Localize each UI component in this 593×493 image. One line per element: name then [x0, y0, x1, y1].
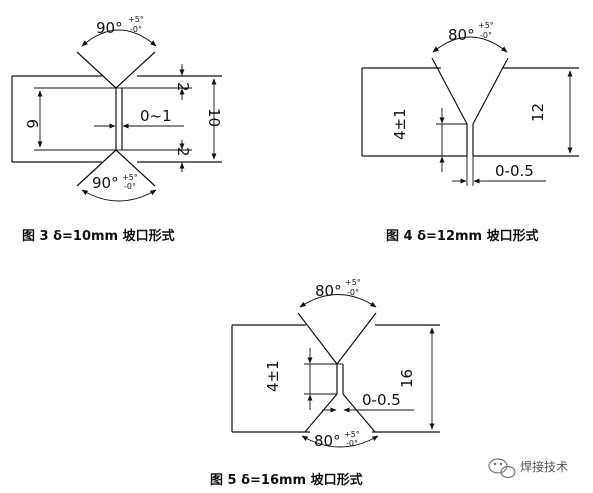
fig5-angle-bottom-arc [301, 435, 379, 448]
fig5-dim-gap: 0-0.5 [362, 391, 401, 409]
fig5-dim-root-face: 4±1 [264, 360, 282, 392]
figure-5: 80° +5° -0° 80° +5° -0° 4±1 0-0.5 16 图 5… [210, 278, 440, 488]
fig4-dim-gap: 0-0.5 [495, 162, 534, 180]
fig5-angle-bottom-tol-plus: +5° [344, 430, 360, 439]
fig5-dim-thickness: 16 [398, 369, 416, 388]
fig5-dim-root-ext [304, 363, 337, 395]
fig5-groove-bottom-v [304, 393, 376, 433]
fig4-groove-root [466, 124, 474, 156]
fig3-dim-right-ext [122, 75, 222, 163]
fig5-angle-top-tol-plus: +5° [345, 278, 361, 287]
fig4-caption: 图 4 δ=12mm 坡口形式 [386, 228, 539, 244]
fig3-dim-root-height: 6 [23, 119, 41, 129]
fig5-angle-top-tol-minus: -0° [347, 288, 359, 297]
fig4-angle-top-tol-plus: +5° [478, 21, 494, 30]
watermark-text: 焊接技术 [520, 459, 568, 474]
fig3-groove-top-v [76, 51, 156, 89]
fig3-angle-bottom: 90° [92, 174, 119, 192]
fig4-dim-thickness: 12 [529, 103, 547, 122]
fig4-dim-root-ext [436, 123, 467, 157]
fig4-dim-gap-ext [466, 156, 474, 186]
fig5-angle-bottom-tol-minus: -0° [346, 439, 358, 448]
wechat-icon [488, 458, 516, 479]
fig3-dim-gap: 0~1 [140, 107, 172, 125]
fig5-groove-root [336, 364, 344, 394]
fig3-angle-top-tol-plus: +5° [128, 15, 144, 24]
fig3-dim-top-depth: 2 [174, 82, 192, 92]
fig3-angle-top-tol-minus: -0° [130, 25, 142, 34]
fig5-angle-top-arc [299, 294, 377, 308]
fig3-angle-bottom-tol-minus: -0° [124, 182, 136, 191]
fig3-groove-root [115, 88, 123, 150]
fig5-angle-bottom: 80° [314, 432, 341, 450]
fig3-angle-top-arc [81, 29, 157, 47]
fig4-dim-root-face: 4±1 [391, 108, 409, 140]
fig3-dim-bottom-depth: 2 [174, 147, 192, 157]
fig3-caption: 图 3 δ=10mm 坡口形式 [22, 228, 175, 244]
fig4-groove-v [431, 57, 509, 125]
fig3-dim-6-ext [34, 87, 116, 151]
fig5-angle-top: 80° [315, 282, 342, 300]
figure-4: 80° +5° -0° 4±1 0-0.5 12 图 4 δ=12mm 坡口形式 [361, 21, 579, 244]
fig4-angle-top-tol-minus: -0° [480, 31, 492, 40]
fig5-caption: 图 5 δ=16mm 坡口形式 [210, 472, 363, 488]
fig4-angle-top: 80° [448, 26, 475, 44]
watermark: 焊接技术 [488, 458, 568, 479]
fig3-angle-bottom-arc [81, 189, 157, 202]
figure-3: 90° +5° -0° 90° +5° -0° 6 0~1 2 2 10 图 3… [11, 15, 223, 244]
fig3-dim-thickness: 10 [205, 108, 223, 127]
fig4-angle-arc [432, 36, 508, 53]
fig3-angle-top: 90° [96, 19, 123, 37]
fig3-angle-bottom-tol-plus: +5° [122, 173, 138, 182]
